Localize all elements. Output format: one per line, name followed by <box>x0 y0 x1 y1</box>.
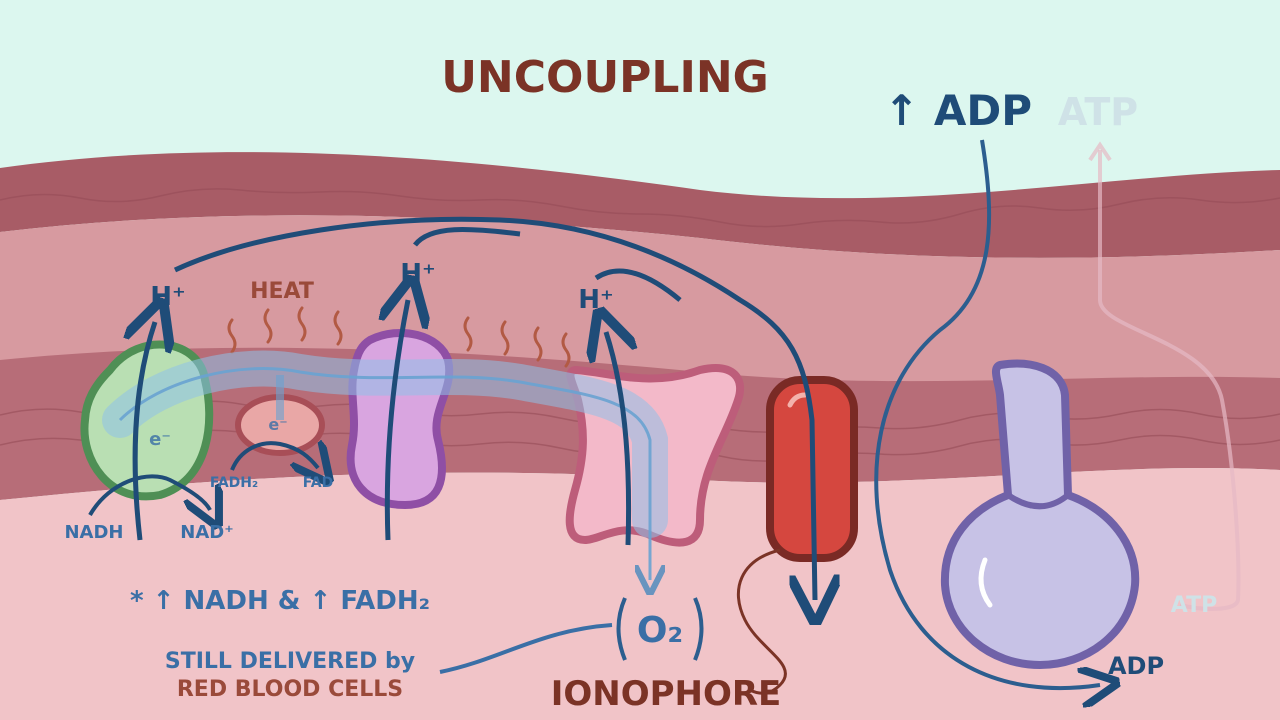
faded-atp-arrow <box>1098 150 1241 611</box>
ionophore-connector <box>736 548 787 695</box>
proton-return-path <box>173 216 815 600</box>
increase-note: * ↑ NADH & ↑ FADH₂ <box>130 586 430 616</box>
adp-label: ADP <box>1108 652 1164 680</box>
electron-label-1: e⁻ <box>149 429 171 450</box>
nad-plus-label: NAD⁺ <box>180 522 233 543</box>
red-blood-cells-note: RED BLOOD CELLS <box>177 677 403 702</box>
ionophore-label: IONOPHORE <box>551 674 782 714</box>
fadh2-to-fad-arrow <box>230 443 318 470</box>
outer-membrane <box>0 152 1280 258</box>
still-delivered-note: STILL DELIVERED by <box>165 649 415 674</box>
page-title: UNCOUPLING <box>441 52 769 103</box>
heat-squiggles <box>227 306 571 368</box>
o2-label: O₂ <box>637 610 683 651</box>
h-plus-label-3: H⁺ <box>578 285 613 315</box>
electron-label-2: e⁻ <box>268 415 287 434</box>
intermembrane-space <box>0 215 1280 390</box>
fad-label: FAD <box>303 475 333 491</box>
h-plus-label-1: H⁺ <box>150 282 185 312</box>
proton-pump-arrow-2 <box>387 300 408 541</box>
atp-faded-top-label: ATP <box>1058 90 1138 134</box>
atp-synthase <box>940 359 1140 670</box>
nadh-label: NADH <box>64 522 123 543</box>
nadh-to-nad-arrow <box>88 474 210 515</box>
o2-right-bracket <box>693 597 704 661</box>
heat-label: HEAT <box>250 279 314 304</box>
o2-left-bracket <box>616 597 627 661</box>
proton-pump-arrow-1 <box>135 322 155 541</box>
atp-faded-label: ATP <box>1171 593 1217 618</box>
proton-pump-arrow-3 <box>606 332 629 546</box>
adp-increase-label: ↑ ADP <box>884 86 1032 135</box>
fadh2-label: FADH₂ <box>210 475 258 491</box>
blood-cells-connector <box>439 623 613 674</box>
electron-flow-arrow <box>118 367 650 580</box>
adp-loop-arrow <box>874 139 1100 688</box>
h-plus-label-2: H⁺ <box>400 259 435 289</box>
